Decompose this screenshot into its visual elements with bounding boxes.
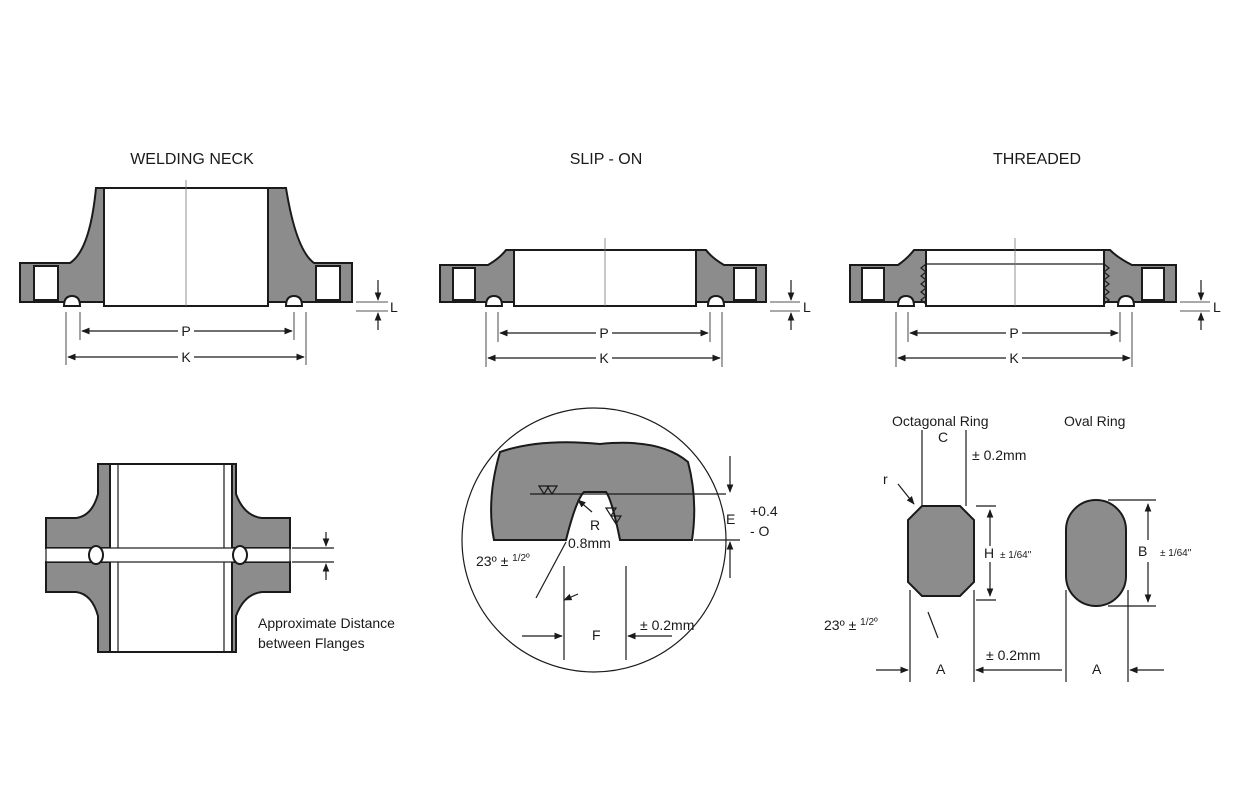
title-slip-on: SLIP - ON [570,151,643,168]
th-dim-k: K [1009,350,1019,366]
groove-f-label: F [592,627,601,643]
groove-r-label: R [590,517,600,533]
wn-dim-l: L [390,299,398,315]
groove-angle: 23º ± 1/2º [476,553,530,569]
oval-b-label: B [1138,543,1147,559]
groove-f-tol: ± 0.2mm [640,617,694,633]
oval-ring-title: Oval Ring [1064,413,1125,429]
so-dim-l: L [803,299,811,315]
groove-e-label: E [726,511,735,527]
groove-tol-minus: - O [750,523,770,539]
slip-on-dims: P K L [485,280,811,367]
welding-neck-dims: P K L [65,280,398,365]
flange-assembly [45,463,334,653]
oct-r-label: r [883,471,888,487]
oct-h-label: H [984,545,994,561]
groove-r-value: 0.8mm [568,535,611,551]
octagonal-ring-title: Octagonal Ring [892,413,989,429]
oval-a-label: A [1092,661,1102,677]
ring-groove-detail [461,407,740,673]
oval-b-tol: ± 1/64" [1160,548,1192,559]
threaded-dims: P K L [895,280,1221,367]
groove-tol-plus: +0.4 [750,503,778,519]
oct-c-label: C [938,429,948,445]
oval-ring [1065,499,1164,682]
gap-note-line2: between Flanges [258,635,365,651]
welding-neck-flange [19,180,353,307]
gap-note-line1: Approximate Distance [258,615,395,631]
slip-on-flange [439,238,767,307]
wn-dim-k: K [181,349,191,365]
th-dim-l: L [1213,299,1221,315]
wn-dim-p: P [181,323,190,339]
threaded-flange [849,238,1177,307]
so-dim-p: P [599,325,608,341]
oct-angle: 23º ± 1/2º [824,617,878,633]
so-dim-k: K [599,350,609,366]
octagonal-ring [876,430,1062,682]
th-dim-p: P [1009,325,1018,341]
oct-c-tol: ± 0.2mm [972,447,1026,463]
oct-h-tol: ± 1/64" [1000,550,1032,561]
oct-a-tol: ± 0.2mm [986,647,1040,663]
oct-a-label: A [936,661,946,677]
title-welding-neck: WELDING NECK [130,151,254,168]
title-threaded: THREADED [993,151,1081,168]
